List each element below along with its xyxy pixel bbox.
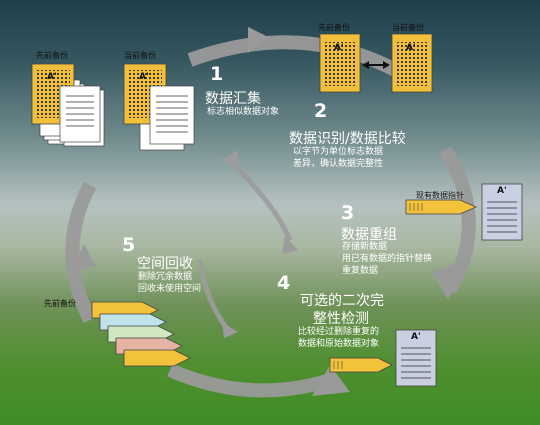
pointer-tag-icon — [91, 301, 191, 367]
step-4-desc-line: 比较经过删除重复的 — [298, 327, 380, 337]
step-4-number: 4 — [277, 272, 291, 294]
step-5-desc-line: 回收未使用空间 — [138, 284, 202, 294]
bidirectional-arrow-icon — [362, 61, 390, 69]
step-5-title: 空间回收 — [137, 256, 193, 272]
prev-backup-label: 先前备份 — [318, 23, 350, 32]
step-2-title: 数据识别/数据比较 — [289, 131, 406, 147]
step-5-desc-line: 删除冗余数据 — [138, 272, 193, 282]
doc-mark: A' — [139, 72, 149, 82]
prev-backup-label: 先前备份 — [36, 51, 68, 60]
step-2-number: 2 — [314, 100, 328, 122]
step-1-number: 1 — [210, 63, 224, 85]
step-3-number: 3 — [341, 202, 355, 224]
step-2-desc-line: 以字节为单位标志数据 — [293, 147, 384, 157]
document-stack-icon — [123, 63, 195, 151]
document-stack-icon — [59, 85, 105, 147]
step-5-number: 5 — [122, 234, 136, 256]
pointer-note: 现有数据指针 — [416, 191, 464, 200]
document-stack-icon — [395, 329, 437, 387]
curr-backup-label: 当前备份 — [392, 23, 424, 32]
step-4-desc-line: 数据和原始数据对象 — [298, 339, 380, 349]
step-3-desc-line: 用已有数据的指针替换 — [342, 254, 433, 264]
document-stack-icon — [319, 33, 433, 93]
step-2-desc-line: 差异，确认数据完整性 — [293, 159, 384, 169]
pointer-tag-icon — [405, 199, 477, 215]
step-4-title-line: 整性检测 — [313, 311, 369, 327]
doc-mark: A' — [497, 186, 507, 196]
step-1-desc: 标志相似数据对象 — [207, 107, 280, 117]
pointer-tag-icon — [329, 357, 393, 373]
step-4-title-line: 可选的二次完 — [300, 293, 384, 309]
doc-mark: A' — [406, 43, 416, 53]
step-3-desc-line: 存储新数据 — [342, 242, 388, 252]
step-1-title: 数据汇集 — [205, 91, 261, 107]
doc-mark: A' — [411, 332, 421, 342]
step5-backup-label: 先前备份 — [44, 299, 76, 308]
doc-mark: A' — [334, 43, 344, 53]
inner-arrowhead-icons — [222, 150, 298, 338]
step-3-title: 数据重组 — [341, 227, 397, 243]
document-stack-icon — [481, 183, 523, 241]
step-3-desc-line: 重复数据 — [342, 266, 379, 276]
curr-backup-label: 当前备份 — [124, 51, 156, 60]
doc-mark: A' — [47, 72, 57, 82]
inner-cycle-arrow-icon — [197, 161, 293, 332]
